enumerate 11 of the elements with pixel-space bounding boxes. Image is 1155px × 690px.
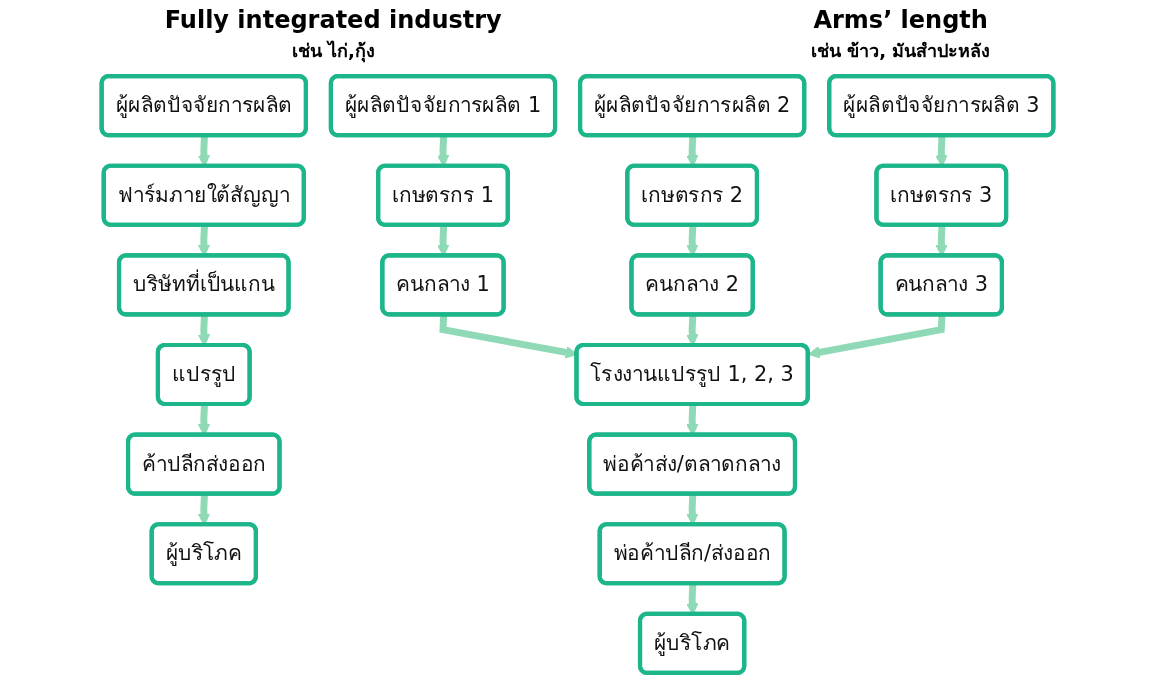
arrow [686,135,699,167]
section-subheading: เช่น ไก่,กุ้ง [290,39,376,65]
arrow [807,314,946,359]
section-heading: Arms’ length [812,6,989,34]
arrow [686,404,699,436]
section-subheading: เช่น ข้าว, มันสำปะหลัง [811,39,991,63]
section-heading: Fully integrated industry [164,6,502,34]
arrow [437,135,450,167]
arrow [197,404,211,436]
arrow [197,135,211,167]
arrow [935,135,948,167]
